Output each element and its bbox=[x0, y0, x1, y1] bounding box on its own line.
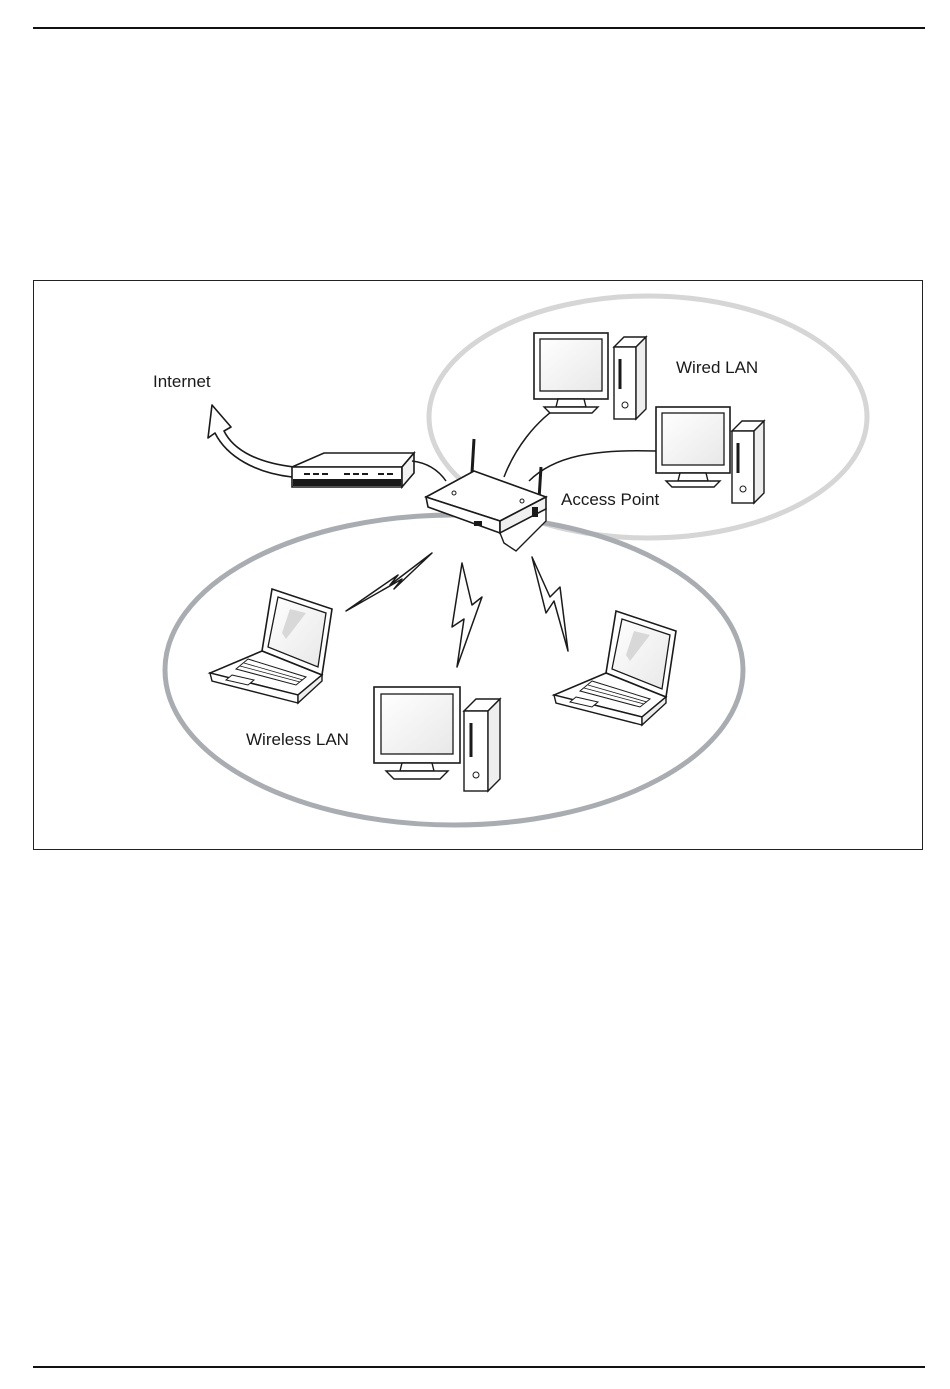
network-diagram-figure: Internet Wired LAN Access Point Wireless… bbox=[33, 280, 923, 850]
network-diagram bbox=[34, 281, 922, 849]
laptop-icon bbox=[210, 589, 332, 703]
desktop-computer-icon bbox=[374, 687, 500, 791]
desktop-computer-icon bbox=[656, 407, 764, 503]
wireless-lan-label: Wireless LAN bbox=[246, 730, 349, 750]
internet-label: Internet bbox=[153, 372, 211, 392]
footer-rule bbox=[33, 1366, 925, 1368]
modem-icon bbox=[292, 453, 414, 487]
header-rule bbox=[33, 27, 925, 29]
wired-lan-label: Wired LAN bbox=[676, 358, 758, 378]
access-point-label: Access Point bbox=[561, 490, 659, 510]
access-point-icon bbox=[426, 439, 546, 551]
laptop-icon bbox=[554, 611, 676, 725]
wireless-signal-icon bbox=[346, 553, 568, 667]
desktop-computer-icon bbox=[534, 333, 646, 419]
internet-arrow-icon bbox=[208, 405, 294, 477]
